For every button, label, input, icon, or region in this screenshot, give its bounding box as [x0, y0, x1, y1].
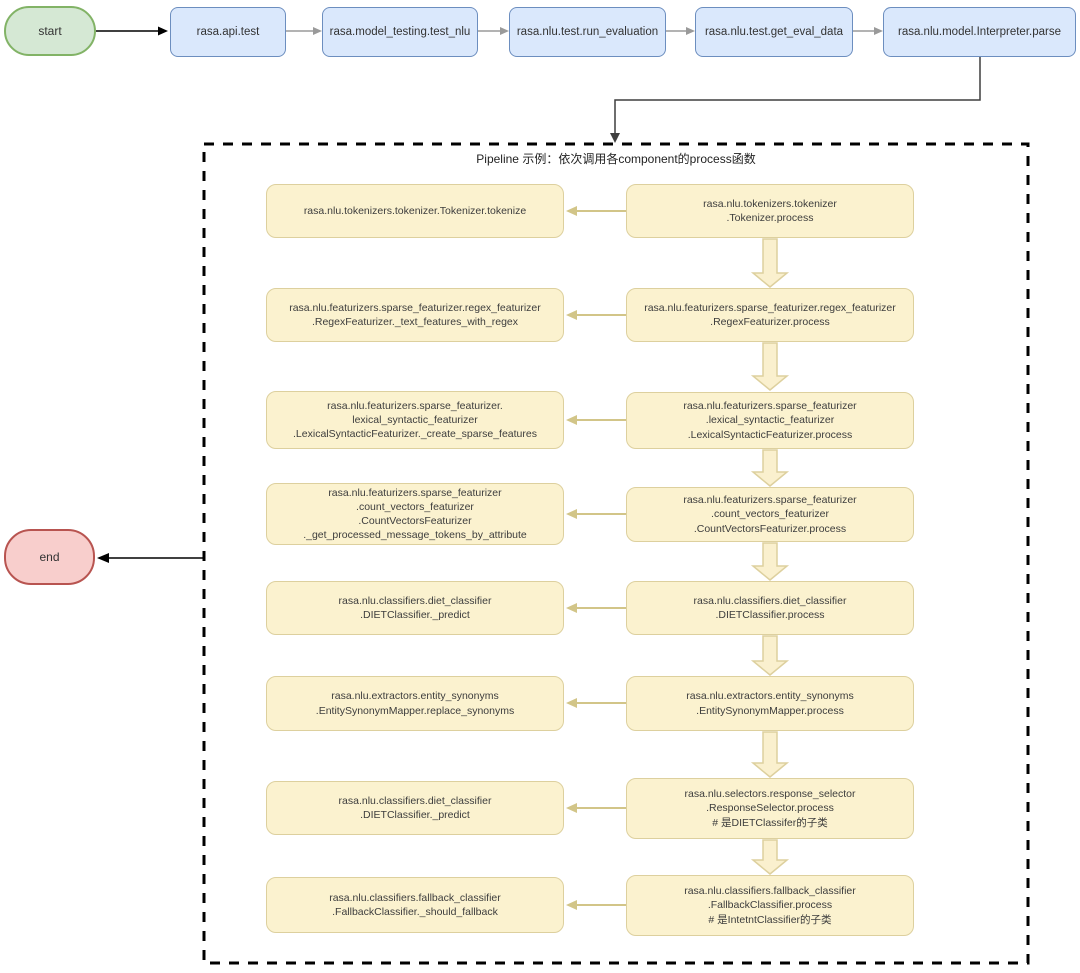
block-arrow-down-2: [750, 342, 790, 391]
thin-arrow-left-7: [566, 803, 626, 813]
block-arrow-down-6: [750, 731, 790, 778]
pipeline-row-2-process: rasa.nlu.featurizers.sparse_featurizer.r…: [626, 288, 914, 342]
arrow-pipeline-to-end: [97, 553, 203, 563]
pipeline-row-2-impl: rasa.nlu.featurizers.sparse_featurizer.r…: [266, 288, 564, 342]
step-model-testing-test-nlu: rasa.model_testing.test_nlu: [322, 7, 478, 57]
pipeline-row-1-impl: rasa.nlu.tokenizers.tokenizer.Tokenizer.…: [266, 184, 564, 238]
pipeline-dashed-border: [202, 142, 1030, 965]
pipeline-title: Pipeline 示例：依次调用各component的process函数: [476, 152, 756, 166]
thin-arrow-left-5: [566, 603, 626, 613]
pipeline-row-7-impl: rasa.nlu.classifiers.diet_classifier .DI…: [266, 781, 564, 835]
step-test-run-evaluation: rasa.nlu.test.run_evaluation: [509, 7, 666, 57]
end-node: end: [4, 529, 95, 585]
step-rasa-api-test: rasa.api.test: [170, 7, 286, 57]
pipeline-row-3-process: rasa.nlu.featurizers.sparse_featurizer .…: [626, 392, 914, 449]
block-arrow-down-1: [750, 238, 790, 288]
pipeline-row-4-impl: rasa.nlu.featurizers.sparse_featurizer .…: [266, 483, 564, 545]
pipeline-row-5-process: rasa.nlu.classifiers.diet_classifier .DI…: [626, 581, 914, 635]
arrow-interpreter-to-pipeline: [610, 57, 981, 143]
thin-arrow-left-4: [566, 509, 626, 519]
pipeline-row-1-process: rasa.nlu.tokenizers.tokenizer .Tokenizer…: [626, 184, 914, 238]
thin-arrow-left-6: [566, 698, 626, 708]
thin-arrow-left-8: [566, 900, 626, 910]
block-arrow-down-7: [750, 839, 790, 875]
thin-arrow-left-1: [566, 206, 626, 216]
pipeline-row-4-process: rasa.nlu.featurizers.sparse_featurizer .…: [626, 487, 914, 542]
pipeline-row-5-impl: rasa.nlu.classifiers.diet_classifier .DI…: [266, 581, 564, 635]
thin-arrow-left-2: [566, 310, 626, 320]
block-arrow-down-4: [750, 542, 790, 581]
step-model-interpreter-parse: rasa.nlu.model.Interpreter.parse: [883, 7, 1076, 57]
pipeline-row-7-process: rasa.nlu.selectors.response_selector .Re…: [626, 778, 914, 839]
start-node: start: [4, 6, 96, 56]
pipeline-row-6-process: rasa.nlu.extractors.entity_synonyms .Ent…: [626, 676, 914, 731]
pipeline-row-3-impl: rasa.nlu.featurizers.sparse_featurizer. …: [266, 391, 564, 449]
arrow-step1-to-step2: [286, 27, 322, 35]
arrow-start-to-step1: [96, 26, 168, 36]
pipeline-row-6-impl: rasa.nlu.extractors.entity_synonyms .Ent…: [266, 676, 564, 731]
step-test-get-eval-data: rasa.nlu.test.get_eval_data: [695, 7, 853, 57]
pipeline-row-8-impl: rasa.nlu.classifiers.fallback_classifier…: [266, 877, 564, 933]
arrow-step3-to-step4: [666, 27, 695, 35]
block-arrow-down-3: [750, 449, 790, 487]
arrow-step2-to-step3: [478, 27, 509, 35]
pipeline-row-8-process: rasa.nlu.classifiers.fallback_classifier…: [626, 875, 914, 936]
block-arrow-down-5: [750, 635, 790, 676]
thin-arrow-left-3: [566, 415, 626, 425]
arrow-step4-to-step5: [853, 27, 883, 35]
